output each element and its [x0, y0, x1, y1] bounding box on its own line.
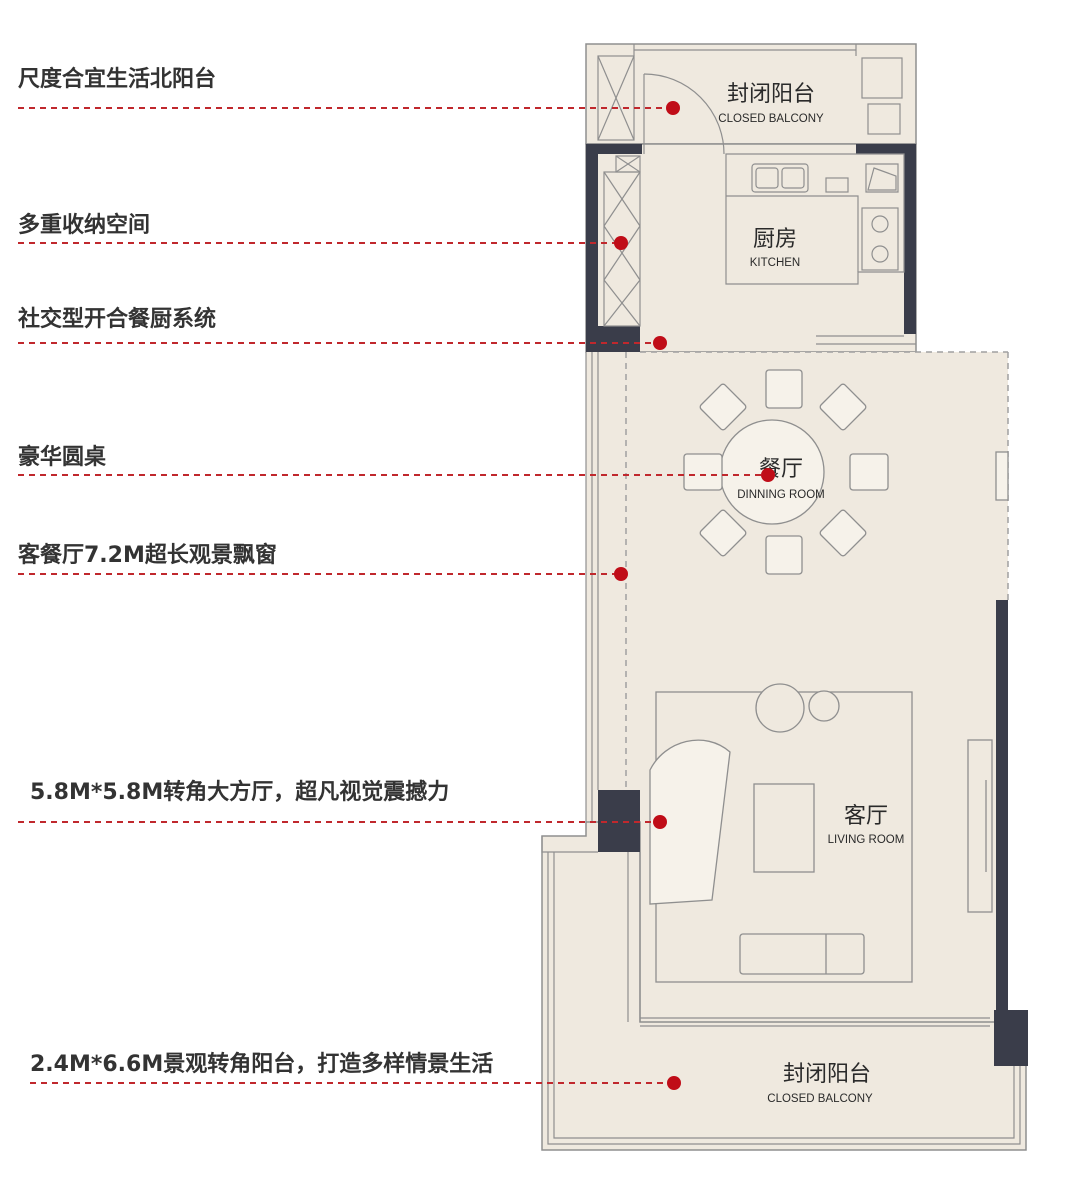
marker-dot: [614, 567, 628, 581]
walls: [586, 144, 1028, 1066]
kitchen-label-en: KITCHEN: [750, 257, 800, 269]
callout-markers: [614, 101, 775, 1090]
chair: [819, 383, 867, 431]
callout-storage: 多重收纳空间: [18, 213, 151, 238]
chair: [699, 383, 747, 431]
south-balcony-frame: [541, 836, 1021, 1145]
living-label-cn: 客厅: [844, 804, 888, 829]
callout-north-balcony: 尺度合宜生活北阳台: [18, 67, 217, 92]
north-balcony-label-en: CLOSED BALCONY: [718, 113, 824, 125]
north-balcony-label-cn: 封闭阳台: [727, 82, 815, 107]
chair: [765, 535, 803, 575]
chair: [683, 453, 723, 491]
south-balcony-label-en: CLOSED BALCONY: [767, 1093, 873, 1105]
ottoman: [739, 933, 865, 975]
kitchen-details: [603, 153, 916, 345]
south-balcony-label-cn: 封闭阳台: [783, 1062, 871, 1087]
marker-dot: [666, 101, 680, 115]
north-balcony-floor: [585, 43, 917, 145]
dining-table: [683, 369, 1009, 575]
room-labels: 封闭阳台 CLOSED BALCONY 厨房 KITCHEN 餐厅 DINNIN…: [718, 82, 904, 1105]
chair: [765, 369, 803, 409]
callout-living-room: 5.8M*5.8M转角大方厅，超凡视觉震撼力: [30, 780, 450, 805]
kitchen-floor: [585, 143, 917, 353]
chair: [849, 453, 889, 491]
dining-label-en: DINNING ROOM: [737, 489, 825, 501]
living-floor: [586, 600, 1008, 1022]
coffee-table: [753, 783, 815, 873]
marker-dot: [653, 336, 667, 350]
marker-dot: [614, 236, 628, 250]
wall-cabinet: [995, 451, 1009, 501]
callout-lines: [18, 107, 768, 1084]
callout-round-table: 豪华圆桌: [18, 445, 107, 470]
north-balcony-details: [597, 44, 903, 155]
sofa: [649, 739, 731, 905]
living-label-en: LIVING ROOM: [828, 834, 905, 846]
tv-cabinet: [967, 739, 993, 913]
marker-dot: [667, 1076, 681, 1090]
chair: [699, 509, 747, 557]
callout-bay-window: 客餐厅7.2M超长观景飘窗: [18, 543, 277, 568]
marker-dot: [653, 815, 667, 829]
chair: [819, 509, 867, 557]
kitchen-label-cn: 厨房: [753, 227, 797, 252]
callout-kitchen-dining: 社交型开合餐厨系统: [18, 307, 217, 332]
callout-south-balcony: 2.4M*6.6M景观转角阳台，打造多样情景生活: [30, 1052, 494, 1077]
living-furniture: [649, 683, 993, 983]
marker-dot: [761, 468, 775, 482]
